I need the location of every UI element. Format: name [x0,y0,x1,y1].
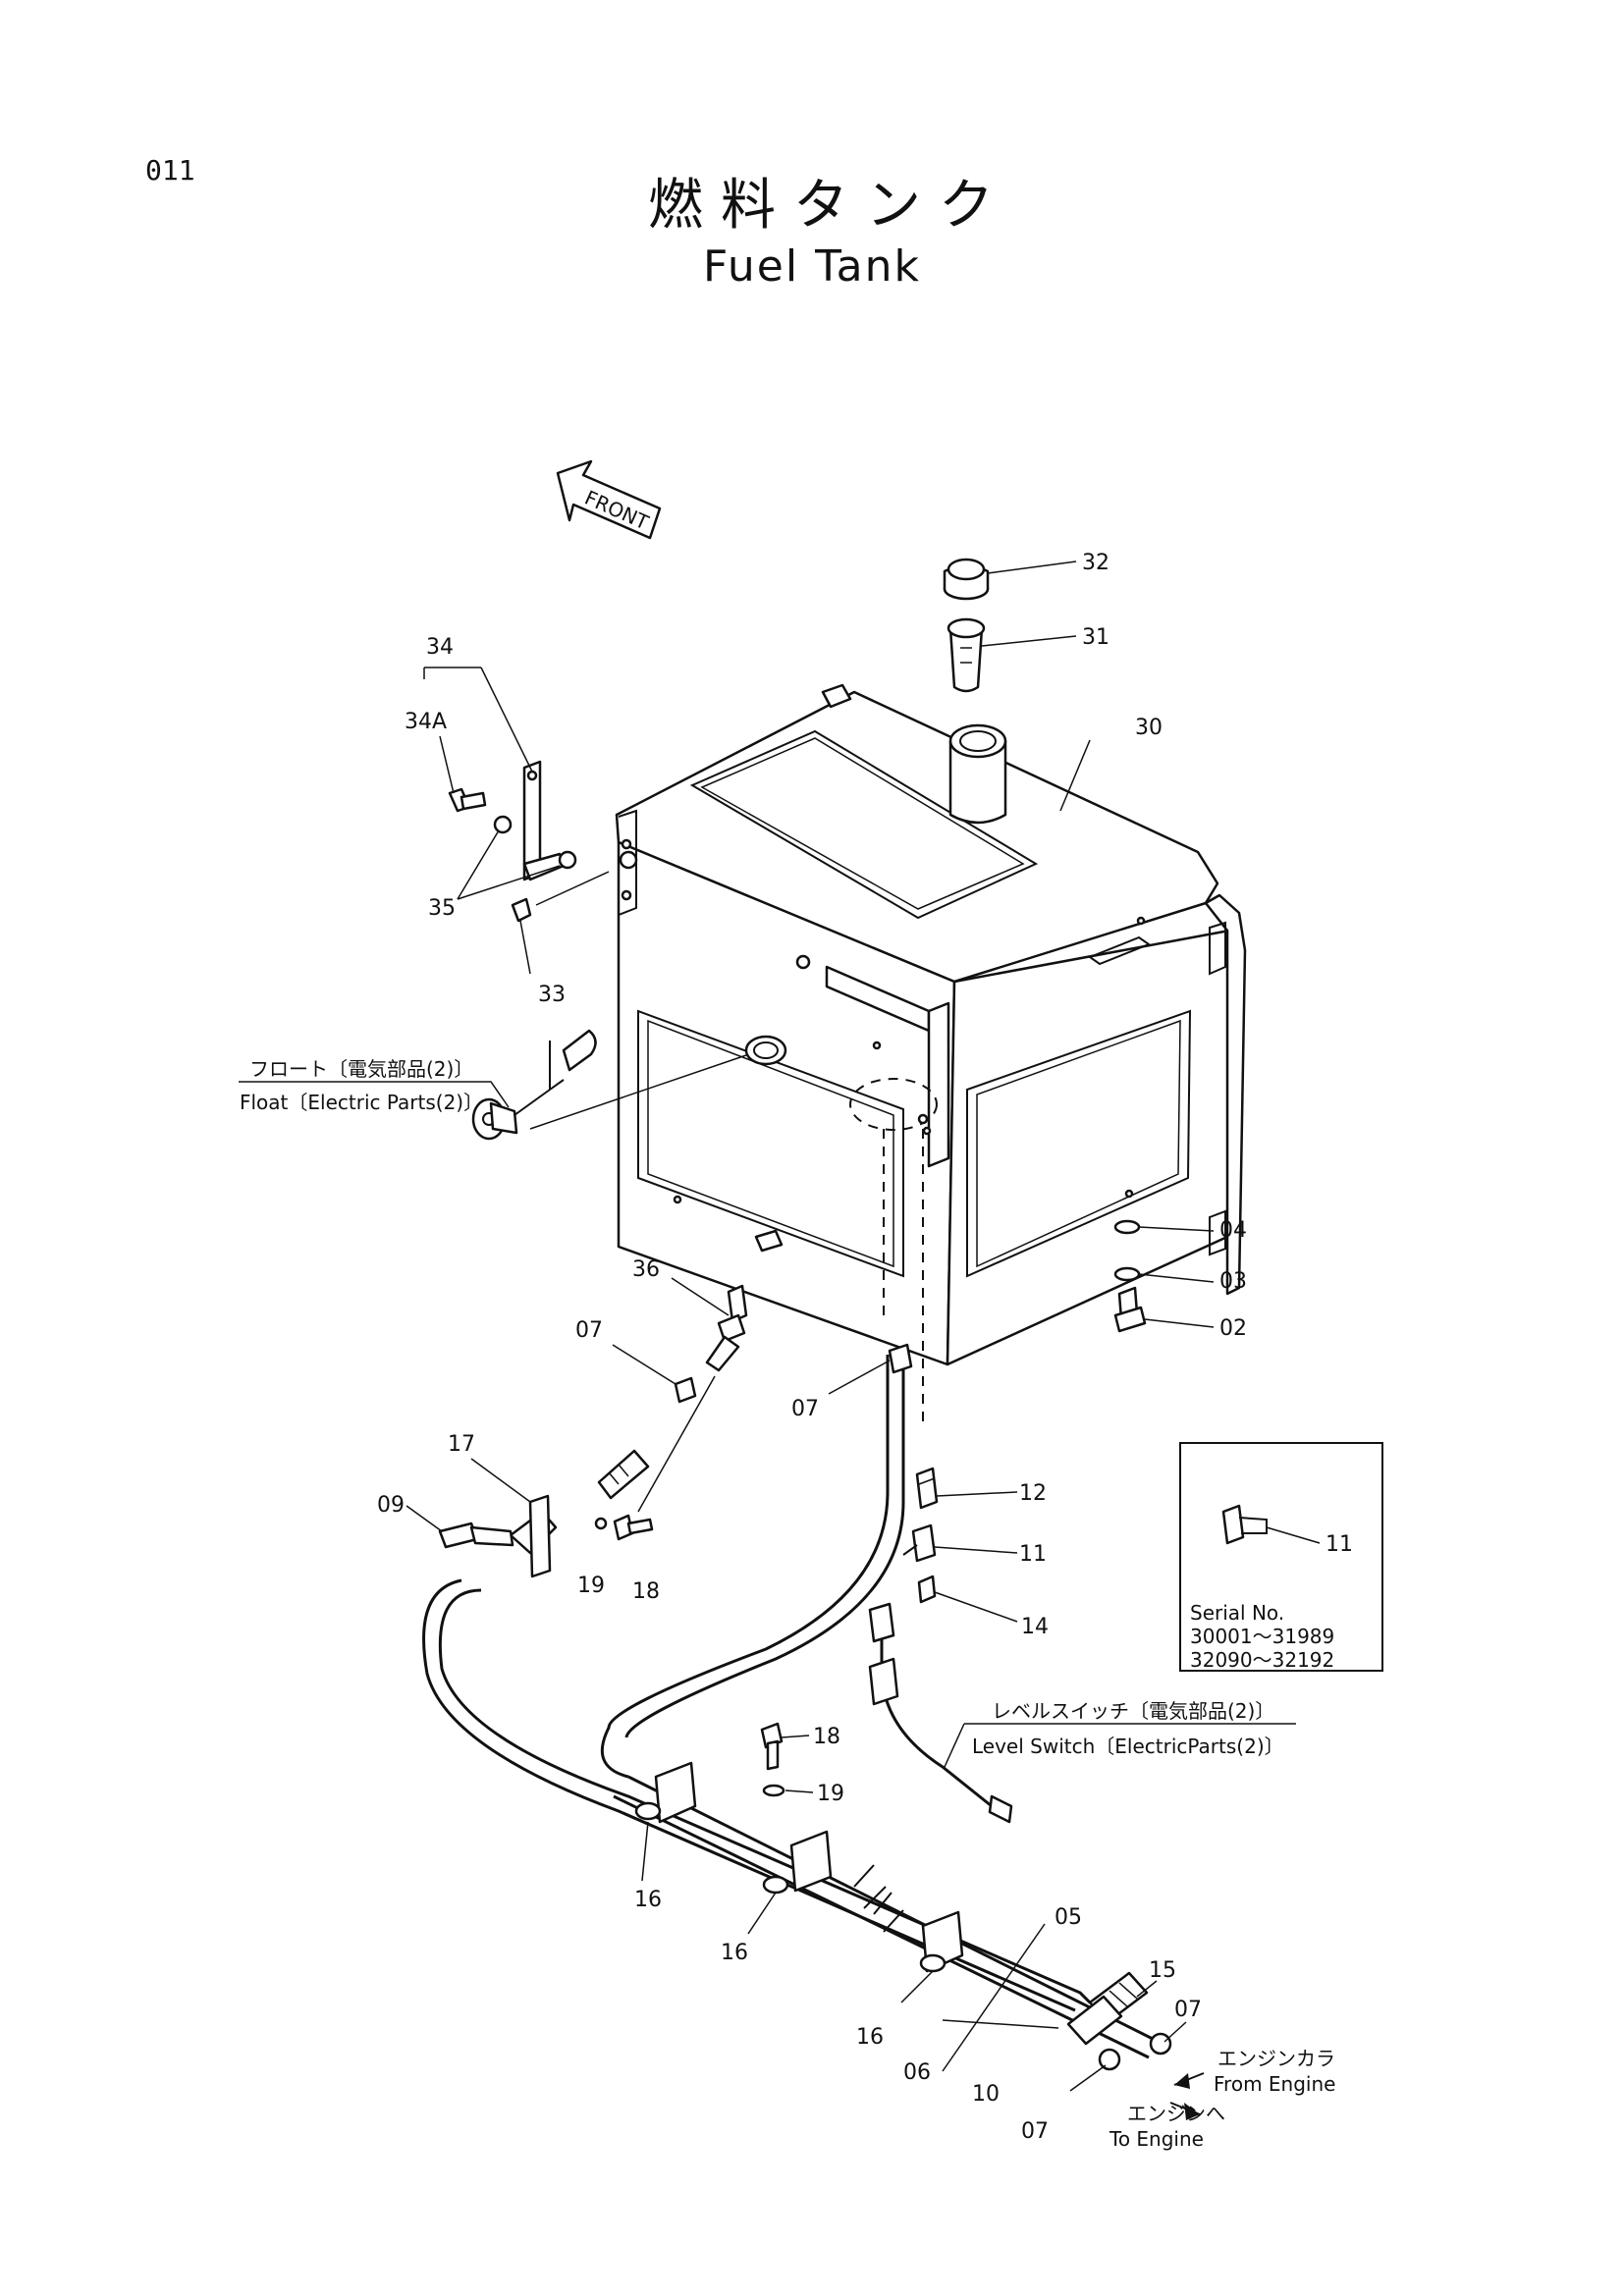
clamp-07-left [674,1376,697,1404]
washer-19-bolt-18 [594,1514,654,1541]
float-assembly [471,1029,747,1141]
title-english: Fuel Tank [703,241,921,292]
callout-16-a: 16 [634,1888,662,1912]
front-arrow: FRONT [556,459,662,540]
callout-34: 34 [426,635,454,660]
from-engine-jp: エンジンカラ [1217,2047,1335,2070]
callout-02: 02 [1219,1316,1247,1341]
hose-fitting-17 [438,1449,650,1578]
callout-14: 14 [1021,1615,1049,1639]
callout-34a: 34A [405,710,447,734]
callout-07-left: 07 [575,1318,603,1343]
serial-box-part-11: 11 [1325,1532,1353,1557]
serial-range-2: 32090～32192 [1190,1648,1334,1672]
callout-10: 10 [972,2082,1000,2107]
bolt-18-center [760,1722,785,1797]
callout-11: 11 [1019,1542,1047,1567]
elbow-fitting-36 [705,1284,748,1372]
hose-06 [438,1588,1092,2004]
callout-06: 06 [903,2060,931,2085]
connector-12 [915,1467,939,1510]
callout-36: 36 [632,1257,660,1282]
callout-07-bottom: 07 [791,1397,819,1421]
plug-33 [511,850,638,923]
callout-32: 32 [1082,551,1109,575]
level-switch [868,1602,1013,1824]
bolt-02 [1113,1286,1147,1333]
callout-17: 17 [448,1432,475,1457]
callout-12: 12 [1019,1481,1047,1506]
serial-label: Serial No. [1190,1601,1284,1625]
to-engine-arrow [1169,2102,1201,2120]
callout-16-c: 16 [856,2025,884,2050]
callout-18-left: 18 [632,1579,660,1604]
callout-18-center: 18 [813,1725,840,1749]
washer-03 [1113,1266,1141,1282]
callout-30: 30 [1135,716,1163,740]
hose-05 [600,1355,890,1779]
from-engine-arrow [1173,2072,1205,2089]
callout-31: 31 [1082,625,1109,650]
serial-range-1: 30001～31989 [1190,1625,1334,1648]
filler-cap-32 [943,558,990,601]
nuts-35 [493,815,577,870]
hose-end-10 [1066,1995,1123,2071]
callout-07-engine-b: 07 [1021,2119,1049,2144]
callout-16-b: 16 [721,1941,748,1965]
callout-09: 09 [377,1493,405,1518]
bracket-34 [522,760,566,881]
washer-04 [1113,1219,1141,1235]
hose-clamp-16-b [762,1830,833,1895]
float-note-en: Float〔Electric Parts(2)〕 [240,1091,483,1114]
callout-19-left: 19 [577,1574,605,1598]
level-switch-note-jp: レベルスイッチ〔電気部品(2)〕 [992,1699,1274,1723]
callout-35: 35 [428,896,456,921]
from-engine-en: From Engine [1214,2072,1335,2096]
callout-33: 33 [538,983,566,1007]
callout-04: 04 [1219,1218,1247,1243]
fuel-tank-body [615,683,1247,1423]
callout-05: 05 [1055,1905,1082,1930]
level-switch-note-en: Level Switch〔ElectricParts(2)〕 [972,1735,1284,1758]
callout-15: 15 [1149,1958,1176,1983]
clamp-11 [902,1523,937,1563]
to-engine-en: To Engine [1109,2127,1204,2151]
leader-lines [239,561,1296,2092]
page-number: 011 [145,154,195,187]
title-japanese: 燃料タンク [648,174,1011,238]
bottom-fitting-07 [888,1343,913,1374]
filler-neck [948,723,1007,825]
serial-number-box: 11 Serial No. 30001～31989 32090～32192 [1179,1442,1383,1672]
callout-07-engine-a: 07 [1174,1998,1202,2022]
plug-14 [917,1575,937,1604]
bolt-34a [448,787,487,813]
hose-clamp-16-c [919,1910,964,1973]
callout-19-center: 19 [817,1782,844,1806]
float-note-jp: フロート〔電気部品(2)〕 [249,1057,473,1081]
callout-03: 03 [1219,1269,1247,1294]
strainer-31 [947,617,986,693]
hose-clamp-16-a [634,1761,697,1824]
